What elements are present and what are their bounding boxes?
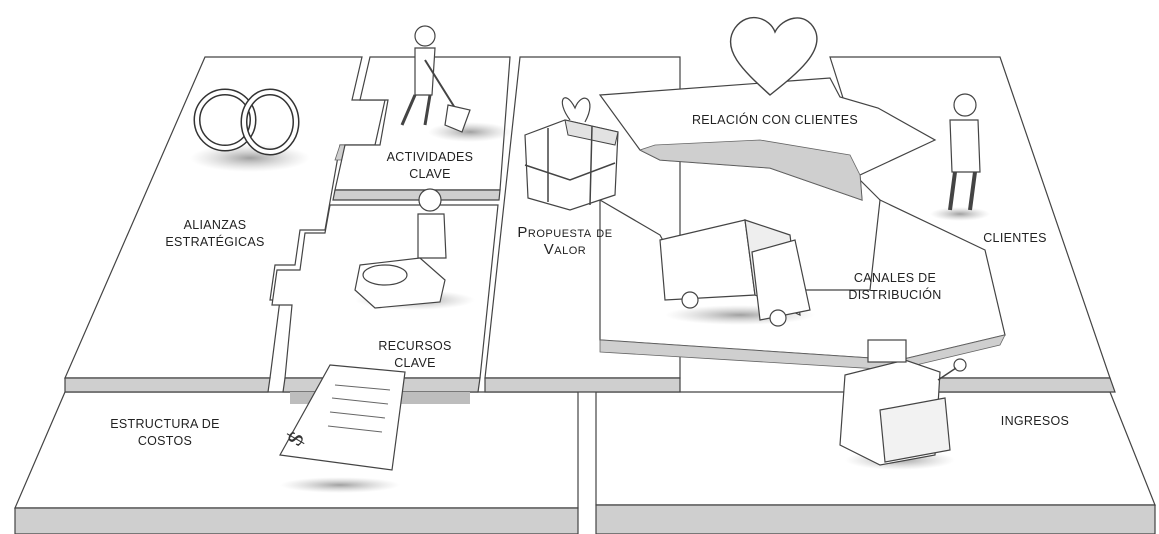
canales-line2: DISTRIBUCIÓN (825, 287, 965, 304)
propuesta-line2: Valor (505, 241, 625, 258)
label-clientes: CLIENTES (960, 230, 1070, 247)
ingresos-line1: INGRESOS (980, 413, 1090, 430)
costos-line2: COSTOS (95, 433, 235, 450)
costos-line1: ESTRUCTURA DE (95, 416, 235, 433)
alianzas-line2: ESTRATÉGICAS (150, 234, 280, 251)
label-canales: CANALES DE DISTRIBUCIÓN (825, 270, 965, 304)
label-ingresos: INGRESOS (980, 413, 1090, 430)
label-alianzas: ALIANZAS ESTRATÉGICAS (150, 217, 280, 251)
recursos-line1: RECURSOS (360, 338, 470, 355)
recursos-line2: CLAVE (360, 355, 470, 372)
actividades-line1: ACTIVIDADES (370, 149, 490, 166)
label-propuesta: Propuesta de Valor (505, 224, 625, 258)
clientes-line1: CLIENTES (960, 230, 1070, 247)
label-costos: ESTRUCTURA DE COSTOS (95, 416, 235, 450)
canales-line1: CANALES DE (825, 270, 965, 287)
propuesta-line1: Propuesta de (505, 224, 625, 241)
actividades-line2: CLAVE (370, 166, 490, 183)
label-recursos: RECURSOS CLAVE (360, 338, 470, 372)
delivery-truck-icon (660, 220, 815, 326)
label-relacion: RELACIÓN CON CLIENTES (660, 112, 890, 129)
label-actividades: ACTIVIDADES CLAVE (370, 149, 490, 183)
alianzas-line1: ALIANZAS (150, 217, 280, 234)
block-costos (15, 392, 578, 534)
relacion-line1: RELACIÓN CON CLIENTES (660, 112, 890, 129)
